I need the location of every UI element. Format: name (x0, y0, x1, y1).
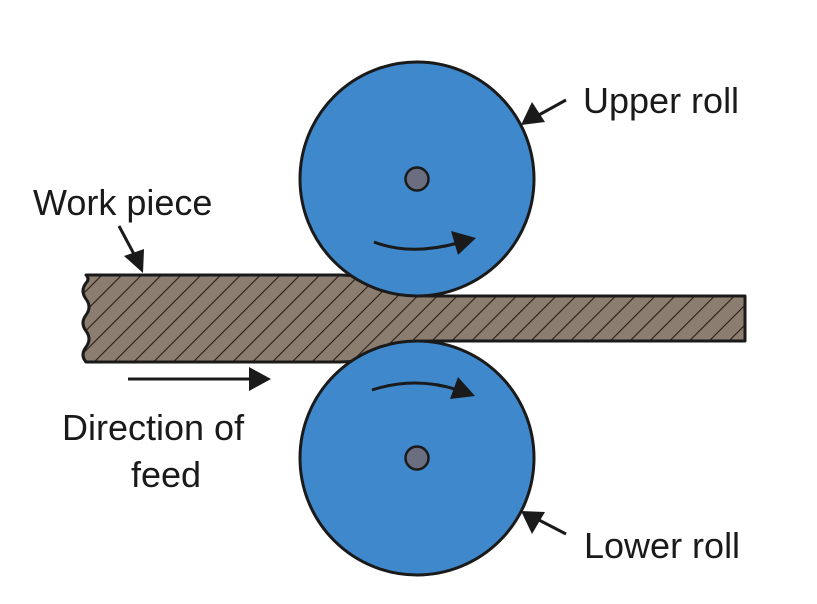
upper-roll (298, 60, 536, 298)
upper-roll-pointer-arrowhead-icon (521, 102, 545, 125)
lower-roll (298, 339, 536, 577)
direction-label-line2: feed (131, 454, 201, 495)
upper-rotation-arrowhead-icon (451, 231, 476, 255)
work-piece-pointer-arrowhead-icon (124, 249, 144, 273)
lower-rotation-arrowhead-icon (450, 377, 475, 399)
lower-roll-axle (404, 445, 430, 471)
work-piece-pointer-line (117, 225, 137, 257)
lower-roll-pointer-arrowhead-icon (521, 511, 545, 534)
upper-roll-axle (404, 166, 430, 192)
upper-roll-label: Upper roll (583, 80, 739, 121)
feed-direction-arrowhead-icon (249, 367, 271, 391)
upper-rotation-arrow-icon (373, 240, 459, 251)
lower-roll-pointer-line (536, 517, 567, 536)
work-piece-label: Work piece (33, 182, 212, 223)
lower-roll-label: Lower roll (584, 525, 740, 566)
direction-label-line1: Direction of (62, 407, 245, 448)
upper-roll-pointer-line (536, 98, 567, 118)
lower-rotation-arrow-icon (371, 381, 459, 392)
